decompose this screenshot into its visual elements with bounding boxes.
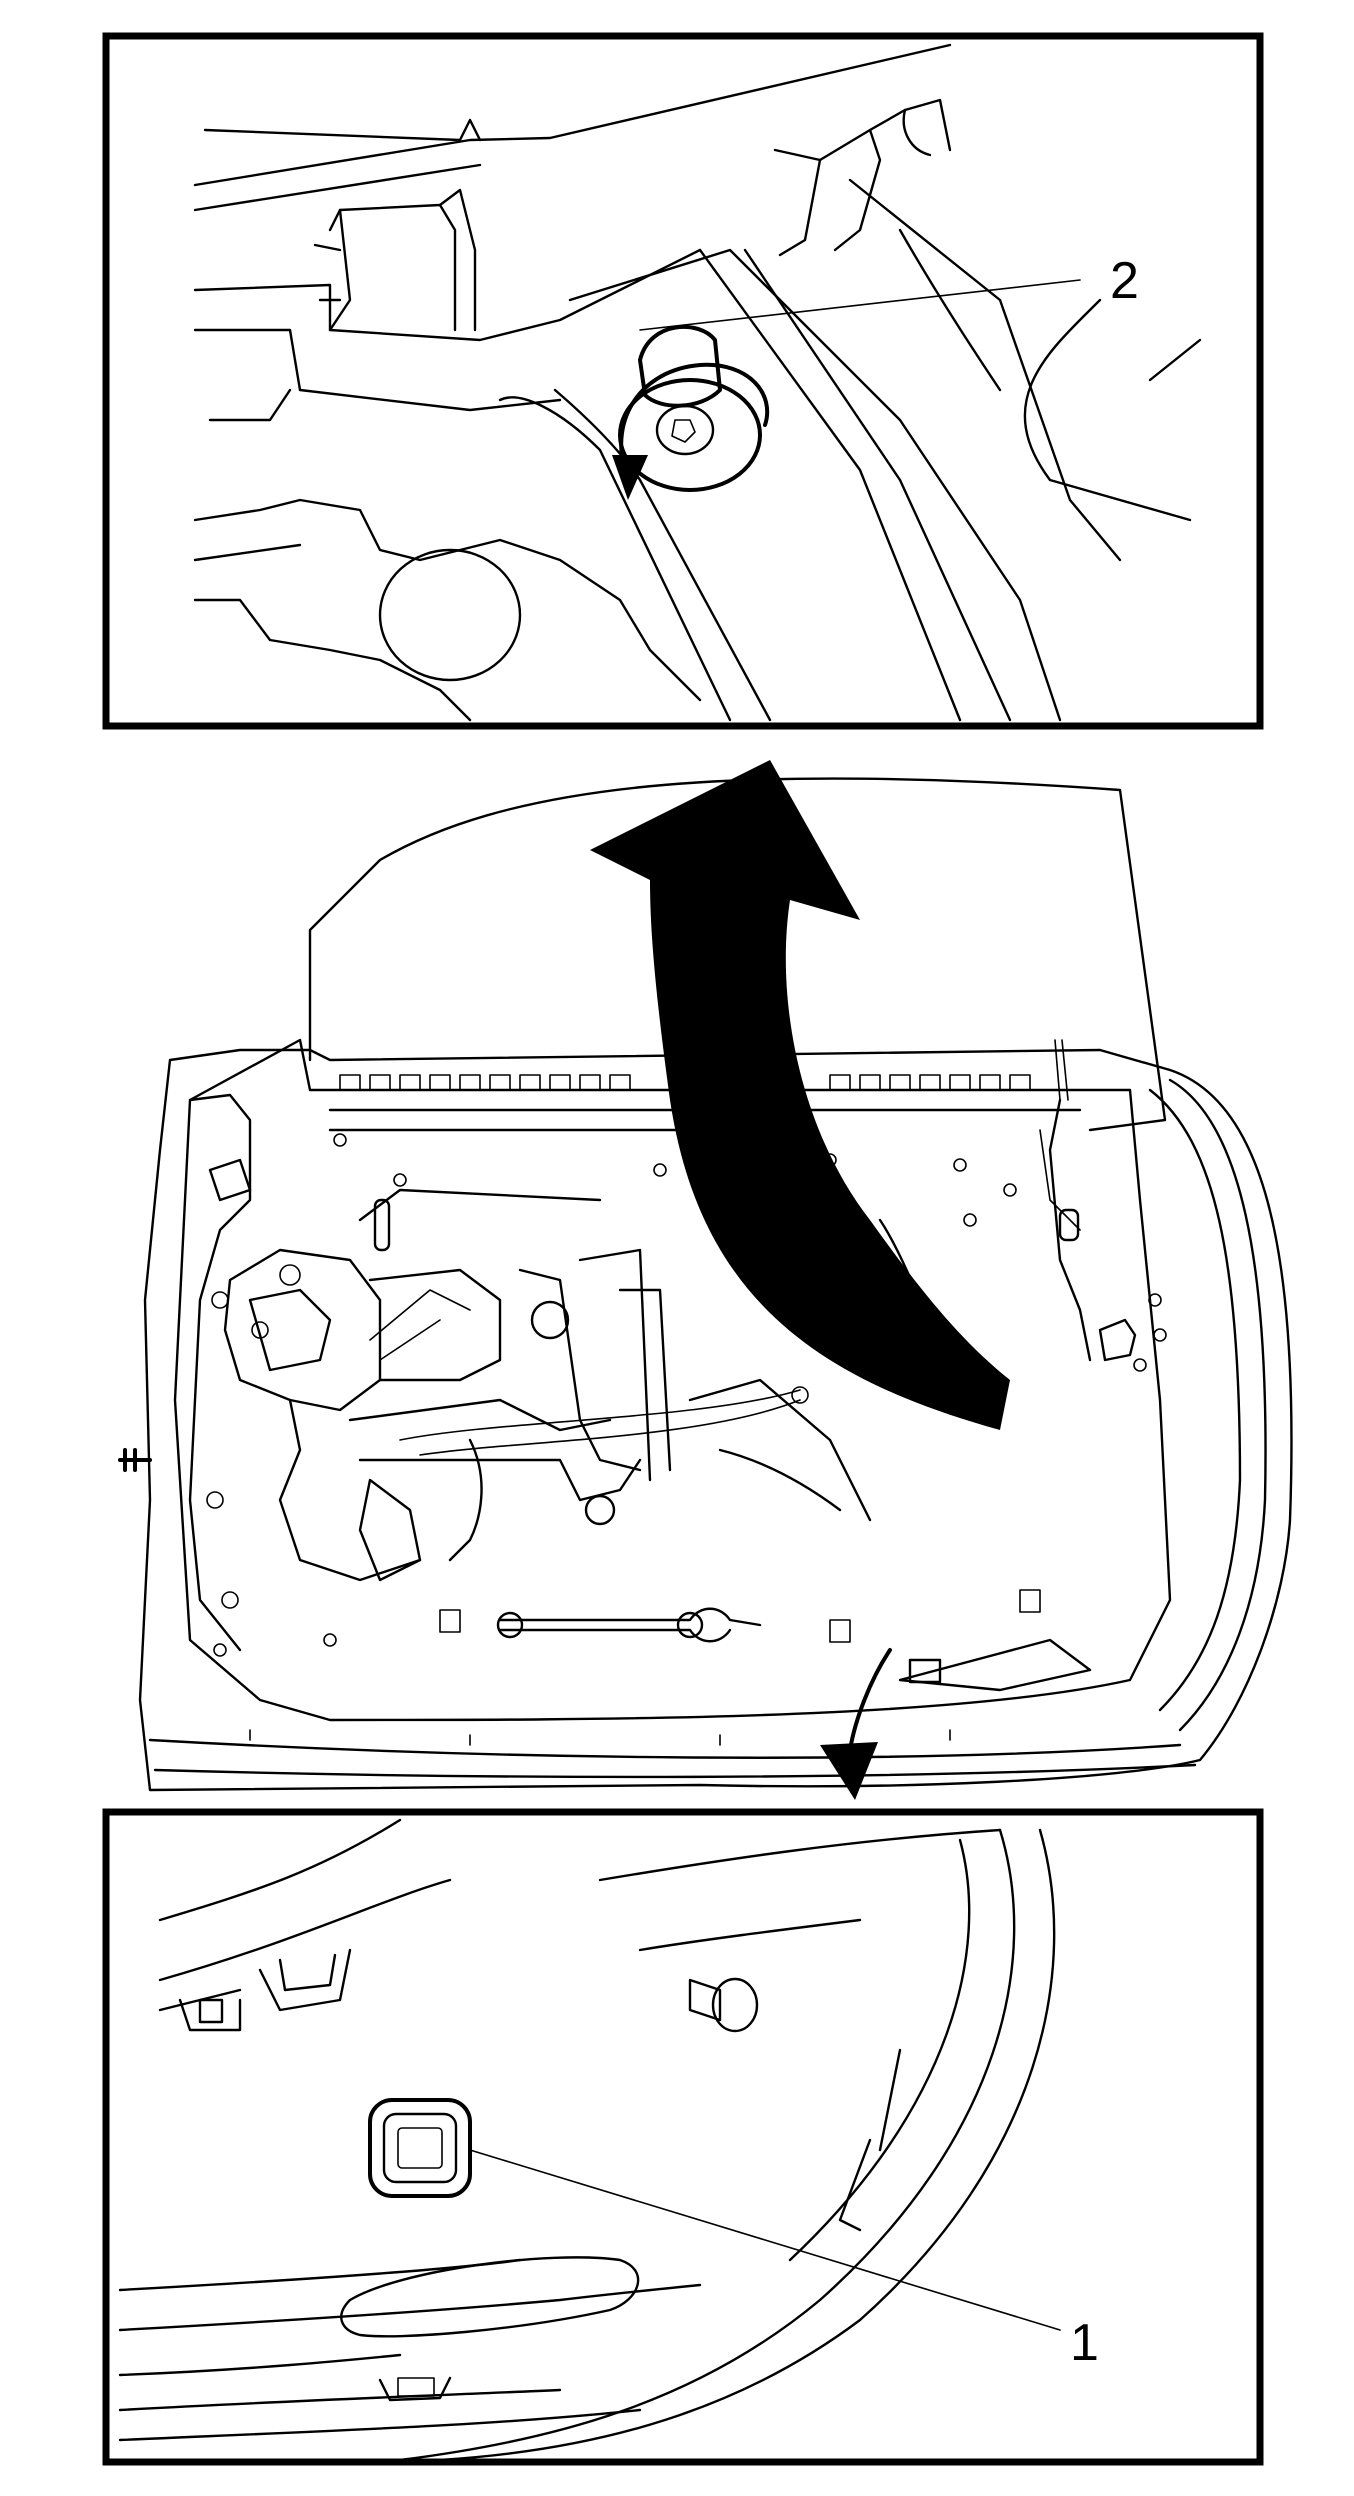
detail-pointer-arrow: [848, 1648, 892, 1752]
mounting-holes: [213, 1133, 1017, 1657]
callout-1-label: 1: [1070, 2314, 1099, 2372]
latch-mechanism: [223, 1248, 612, 1582]
window-regulator: [358, 1188, 872, 1582]
bottom-inset-drawing: [118, 1818, 1056, 2462]
bottom-inset: 1: [102, 1808, 1264, 2466]
access-hole-plug: [368, 2098, 472, 2198]
rotation-arrow: [619, 362, 770, 472]
upper-clip-row: [339, 1074, 1031, 1091]
bolt-washer: [618, 378, 762, 492]
lift-window-arrow: [590, 760, 1010, 1430]
bottom-inset-frame: [102, 1808, 1264, 2466]
callout-2-label: 2: [1110, 252, 1139, 310]
bolt-head: [655, 404, 715, 456]
door-inner-panel: [173, 1038, 1172, 1722]
top-inset: 2: [102, 32, 1264, 730]
callout-2-leader: [639, 279, 1081, 331]
top-inset-drawing: [193, 43, 1202, 722]
door-assembly: [118, 760, 1293, 1800]
door-outer-panel: [138, 1048, 1293, 1792]
callout-1-leader: [469, 2149, 1061, 2331]
lower-slot: [498, 1607, 762, 1627]
window-glass: [308, 777, 1167, 1132]
top-inset-frame: [102, 32, 1264, 730]
panel-hole: [378, 548, 522, 682]
